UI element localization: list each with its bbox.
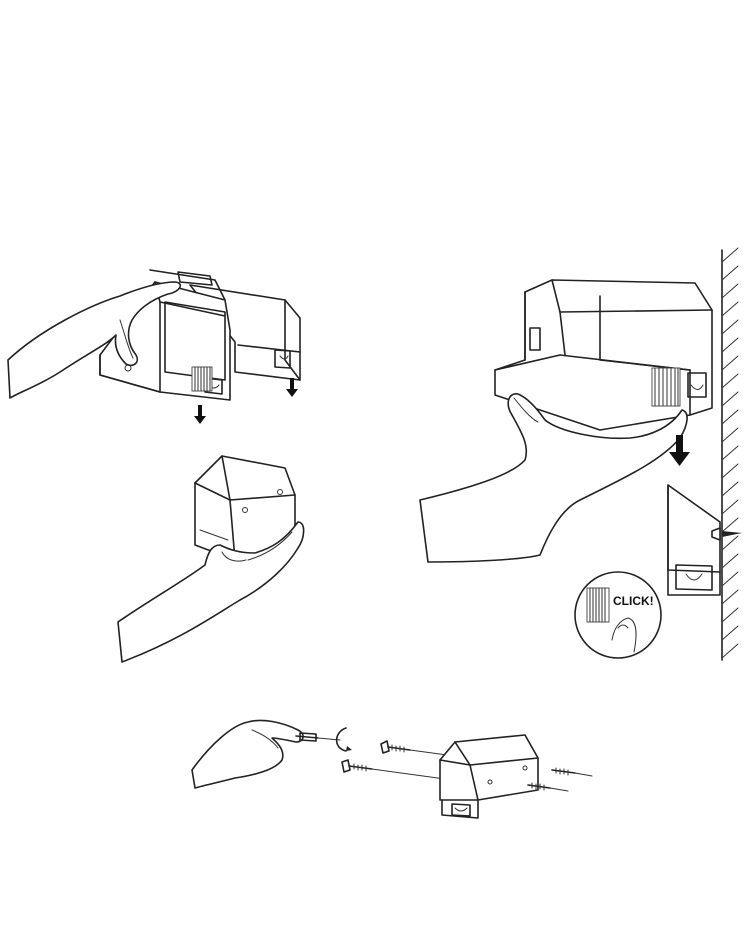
dispenser-cover	[194, 455, 296, 561]
down-arrow-icon	[669, 435, 690, 466]
down-arrow-icon	[286, 378, 298, 397]
hand-with-screwdriver	[191, 719, 304, 789]
wall-anchor-icon	[551, 767, 593, 777]
screw-icon	[341, 759, 446, 780]
click-callout: CLICK!	[574, 571, 662, 659]
down-arrow-icon	[194, 405, 206, 424]
rotate-arrow-icon	[335, 727, 352, 752]
wall	[721, 247, 739, 661]
dispenser-back-plate	[439, 734, 539, 819]
hand-lifting-cover	[7, 281, 182, 399]
release-grip-pad	[191, 366, 213, 392]
wall-anchor-icon	[527, 782, 569, 792]
hand-holding-cover	[117, 521, 305, 663]
wall-mounted-back-plate	[667, 484, 721, 596]
release-grip-pad	[651, 367, 681, 407]
wall-screw-icon	[711, 527, 742, 541]
step-hold-cover	[117, 455, 305, 663]
click-label: CLICK!	[613, 594, 654, 608]
step-screw-installation	[191, 719, 593, 819]
hand-holding-dispenser	[419, 393, 688, 563]
step-mount-on-wall: CLICK!	[419, 247, 742, 661]
step-remove-cover	[7, 269, 301, 424]
